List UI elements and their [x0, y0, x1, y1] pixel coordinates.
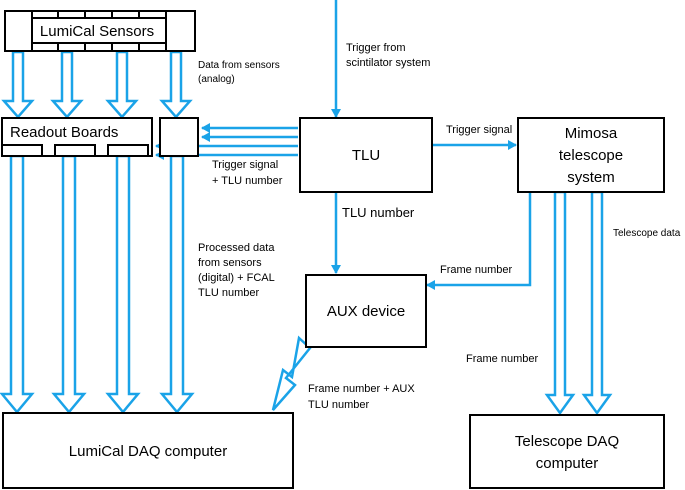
readout-boards-title: Readout Boards: [10, 124, 118, 141]
frame-number-aux-line-2: TLU number: [308, 399, 369, 411]
board-to-daq-arrows: [0, 154, 195, 414]
sensor-to-board-arrows: [1, 50, 193, 119]
processed-data-line-2: from sensors: [198, 257, 262, 269]
telescope-data-label: Telescope data: [613, 228, 681, 239]
lumical-sensors-block: LumiCal Sensors: [4, 10, 196, 52]
aux-to-daq-arrow: [271, 335, 312, 411]
trigger-signal-left-line-1: Trigger signal: [212, 159, 278, 171]
frame-number-aux-line-1: Frame number + AUX: [308, 383, 415, 395]
telescope-daq-box: [469, 414, 665, 489]
telescope-daq-line-2: computer: [536, 455, 599, 472]
mimosa-line-2: telescope: [559, 147, 623, 164]
data-from-sensors-line-1: Data from sensors: [198, 60, 280, 71]
data-from-sensors-line-2: (analog): [198, 74, 235, 85]
trigger-signal-left-line-2: + TLU number: [212, 175, 283, 187]
aux-device-box: [305, 274, 427, 348]
trigger-from-line-1: Trigger from: [346, 42, 406, 54]
mimosa-box: [517, 117, 665, 193]
lumical-sensors-title: LumiCal Sensors: [40, 23, 154, 40]
mimosa-line-1: Mimosa: [565, 125, 618, 142]
mimosa-line-3: system: [567, 169, 615, 186]
telescope-daq-line-1: Telescope DAQ: [515, 433, 619, 450]
lumical-daq-box: [2, 412, 294, 489]
tlu-title: TLU: [352, 147, 380, 164]
aux-device-title: AUX device: [327, 303, 405, 320]
tlu-box: [299, 117, 433, 193]
trigger-signal-right: Trigger signal: [446, 124, 512, 136]
mimosa-to-telescope-arrows: [544, 190, 613, 416]
signal-arrows: [155, 0, 532, 290]
lumical-daq-title: LumiCal DAQ computer: [69, 443, 227, 460]
processed-data-line-4: TLU number: [198, 287, 259, 299]
tlu-number-label: TLU number: [342, 205, 415, 220]
fcal-interface-box: [159, 117, 199, 157]
processed-data-line-3: (digital) + FCAL: [198, 272, 275, 284]
frame-number-lower: Frame number: [466, 353, 538, 365]
readout-boards-block: Readout Boards: [1, 117, 153, 157]
processed-data-line-1: Processed data: [198, 242, 275, 254]
trigger-from-line-2: scintilator system: [346, 57, 430, 69]
frame-number-to-aux: Frame number: [440, 264, 512, 276]
